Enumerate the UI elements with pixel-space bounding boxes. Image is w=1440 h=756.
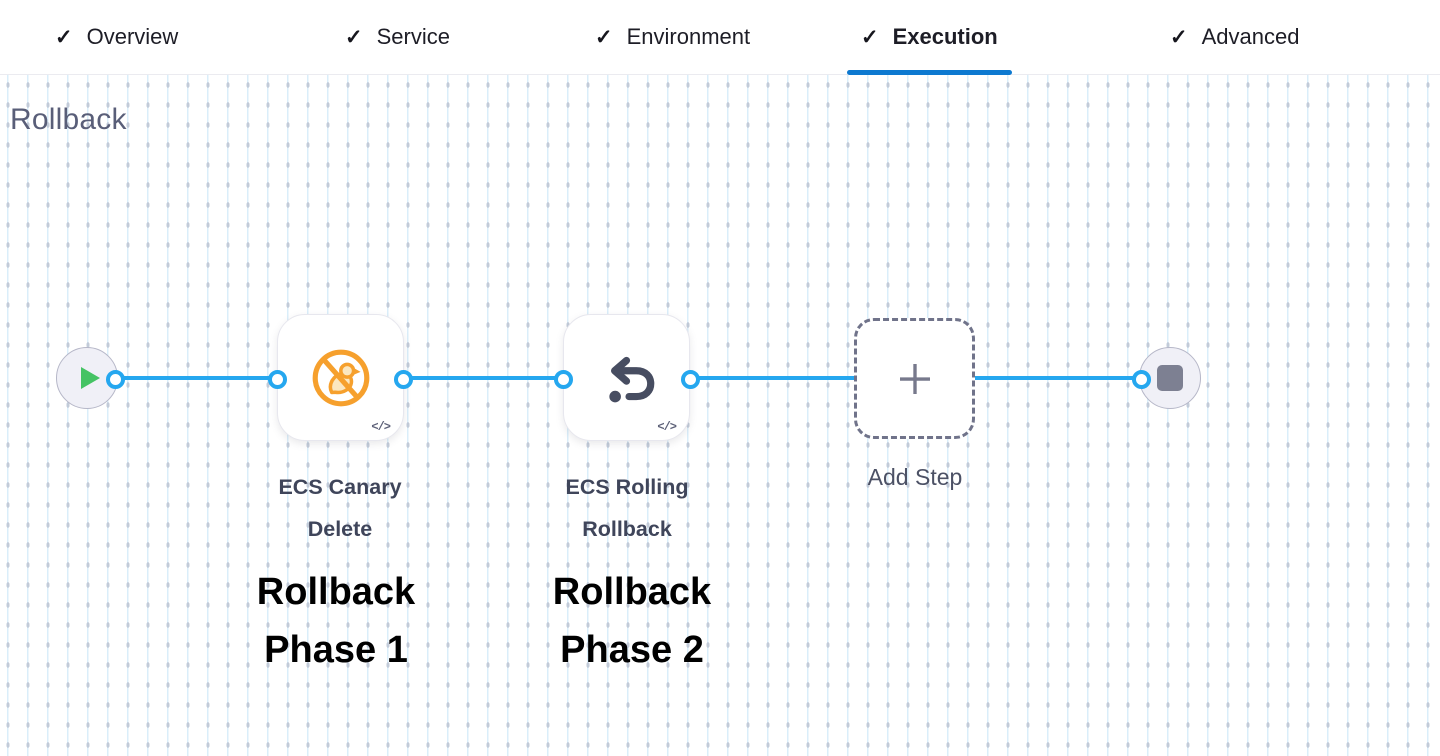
check-icon: ✓ [861,25,879,49]
tab-execution[interactable]: ✓ Execution [847,0,1012,75]
step-card-ecs-canary-delete[interactable]: </> [277,314,404,441]
code-icon: </> [371,420,391,434]
check-icon: ✓ [55,25,73,49]
tab-label: Service [376,24,450,49]
pipeline-edge [973,376,1141,380]
code-icon: </> [657,420,677,434]
pipeline-end-node [1139,347,1201,409]
link-port [106,370,125,389]
annotation-rollback-phase-1: Rollback Phase 1 [256,571,416,671]
tab-overview[interactable]: ✓ Overview [41,0,192,74]
link-port [394,370,413,389]
link-port [554,370,573,389]
wizard-tab-bar: ✓ Overview ✓ Service ✓ Environment ✓ Exe… [0,0,1440,75]
tab-label: Execution [892,24,998,49]
stop-icon [1157,365,1183,391]
check-icon: ✓ [345,25,363,49]
section-heading: Rollback [10,103,127,136]
link-port [268,370,287,389]
tab-environment[interactable]: ✓ Environment [581,0,764,74]
plus-icon [899,363,930,394]
link-port [1132,370,1151,389]
pipeline-edge [403,376,563,380]
check-icon: ✓ [1170,25,1188,49]
pipeline-edge [690,376,856,380]
tab-label: Overview [86,24,179,49]
pipeline-edge [115,376,277,380]
step-name-label: ECS Rolling Rollback [565,475,689,541]
step-name-label: ECS Canary Delete [278,475,402,541]
play-icon [80,367,100,389]
rollback-arrow-icon [608,356,654,402]
tab-advanced[interactable]: ✓ Advanced [1156,0,1313,74]
tab-label: Advanced [1201,24,1300,49]
step-card-ecs-rolling-rollback[interactable]: </> [563,314,690,441]
tab-service[interactable]: ✓ Service [331,0,464,74]
link-port [681,370,700,389]
canary-delete-icon [312,349,369,406]
add-step-button[interactable] [854,318,975,439]
check-icon: ✓ [595,25,613,49]
pipeline-canvas: Rollback </> </> [0,75,1440,756]
annotation-rollback-phase-2: Rollback Phase 2 [552,571,712,671]
tab-label: Environment [626,24,751,49]
add-step-label: Add Step [867,464,963,490]
